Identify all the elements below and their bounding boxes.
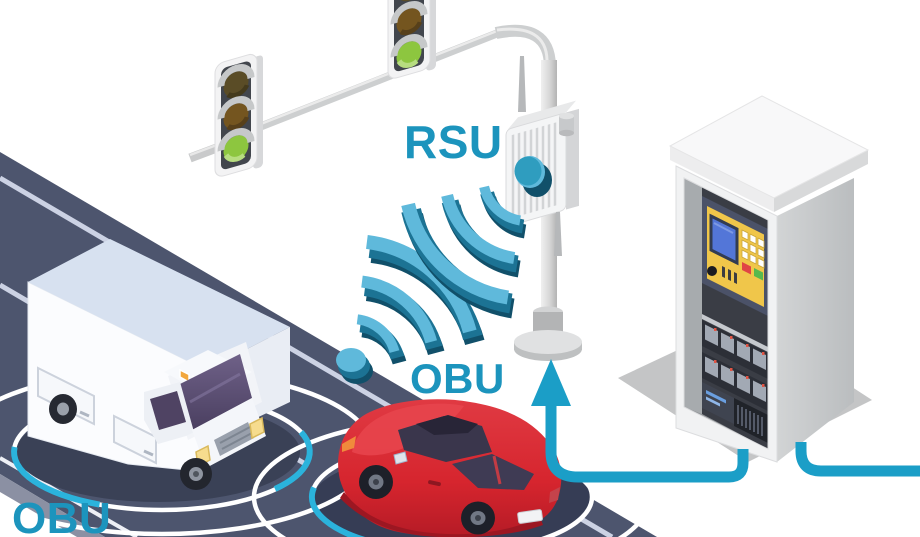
text-labels: RSU OBU OBU <box>12 116 505 537</box>
rack-vent-slats <box>737 405 763 436</box>
controller-screen <box>709 213 739 266</box>
cabinet-front-frame <box>675 165 778 463</box>
grille-slat-2 <box>221 432 253 450</box>
rsu-antenna-cap-base <box>559 129 574 137</box>
obu-label-middle: OBU <box>410 355 505 402</box>
truck-ring-teal-arc-right <box>273 429 313 492</box>
car-front-hub <box>373 479 379 485</box>
car-lower-shade <box>340 492 543 537</box>
grille-slat-1 <box>219 426 251 444</box>
cab-side-window <box>150 391 186 430</box>
car-license-plate <box>517 509 543 524</box>
left-lamp3-highlight <box>223 153 246 163</box>
left-lamp1-shade <box>226 84 250 99</box>
cabinet-lid-right <box>774 150 868 212</box>
controller-keypad <box>741 229 765 269</box>
rsu-device <box>505 56 579 256</box>
rack-row-1-leds <box>714 328 765 355</box>
left-visor-3 <box>217 128 255 152</box>
car-roof-glass <box>416 415 478 435</box>
center-visor-3 <box>390 34 428 58</box>
car-headlight <box>342 436 356 452</box>
center-lamp2-shade <box>399 21 423 36</box>
truck-panel-handle-1 <box>79 410 90 418</box>
rsu-antenna-cap-top <box>559 112 574 120</box>
traffic-light-center <box>387 0 436 79</box>
signal-mast <box>188 0 582 361</box>
traffic-light-left <box>214 53 263 177</box>
mast-elbow-highlight <box>496 27 549 61</box>
red-car <box>338 399 562 537</box>
obu-wave-dot-light <box>336 348 366 372</box>
rsu-emitter-face <box>514 156 542 186</box>
up-arrow-head <box>531 359 571 406</box>
cabinet-lid-front <box>670 146 774 212</box>
center-lamp3-highlight <box>396 59 419 69</box>
headlight-right <box>249 416 265 440</box>
controller-knob <box>707 266 717 276</box>
cab-windshield <box>180 354 252 430</box>
truck-rear-hub <box>57 402 69 416</box>
car-door-handle <box>428 480 441 487</box>
cabinet-interior-left-wall <box>684 178 702 414</box>
obu-label-bottom-left: OBU <box>12 494 111 537</box>
car-taillight <box>549 487 560 503</box>
cabinet-lid-top <box>668 95 870 199</box>
cable-left <box>545 404 749 483</box>
rsu-antenna-cap-body <box>559 116 574 133</box>
rsu-label: RSU <box>404 116 503 168</box>
cable-right <box>795 442 920 477</box>
rack-label-text-bar-1 <box>706 390 726 404</box>
car-window-pillar <box>492 455 502 485</box>
rack-shelf <box>702 314 768 352</box>
mast-arm-long <box>255 27 504 132</box>
rack-row-2-leds <box>714 360 765 387</box>
rsu-top-face <box>508 100 576 130</box>
connections <box>531 359 920 483</box>
truck <box>27 239 290 490</box>
truck-ring-teal-arc-left <box>11 446 101 508</box>
controller-button-green <box>754 268 763 281</box>
rsu-antenna-bottom <box>554 212 562 256</box>
left-visor-2 <box>217 96 255 120</box>
car-ring-teal-arc <box>308 486 366 537</box>
screen-glare <box>713 222 734 234</box>
left-visor-1 <box>217 64 255 88</box>
truck-cab <box>144 342 266 490</box>
car-rear-hub <box>475 515 481 521</box>
truck-box-top <box>28 239 290 370</box>
windshield-reflection <box>189 372 241 404</box>
car-mirror <box>393 451 408 465</box>
rsu-waves-light-layer <box>401 185 522 305</box>
mast-arm-highlight <box>256 27 503 127</box>
wifi-waves-rsu <box>401 185 527 319</box>
rack-row-1 <box>702 320 768 379</box>
car-side-windows <box>452 454 534 490</box>
controller-button-red <box>742 262 751 275</box>
rack-label-text-bar-2 <box>706 396 720 407</box>
left-lamp2-shade <box>226 116 250 131</box>
pole-base-top <box>514 330 582 354</box>
cabinet-right-face <box>777 178 854 462</box>
road-side-face <box>0 474 105 537</box>
truck-panel-handle-2 <box>143 449 154 457</box>
traffic-signal-cabinet <box>618 95 872 463</box>
controller-vents <box>722 266 737 284</box>
center-visor-2 <box>390 1 428 25</box>
rack-row-2 <box>702 352 768 411</box>
truck-front-hub <box>193 471 199 477</box>
rsu-antenna-top <box>518 56 526 112</box>
